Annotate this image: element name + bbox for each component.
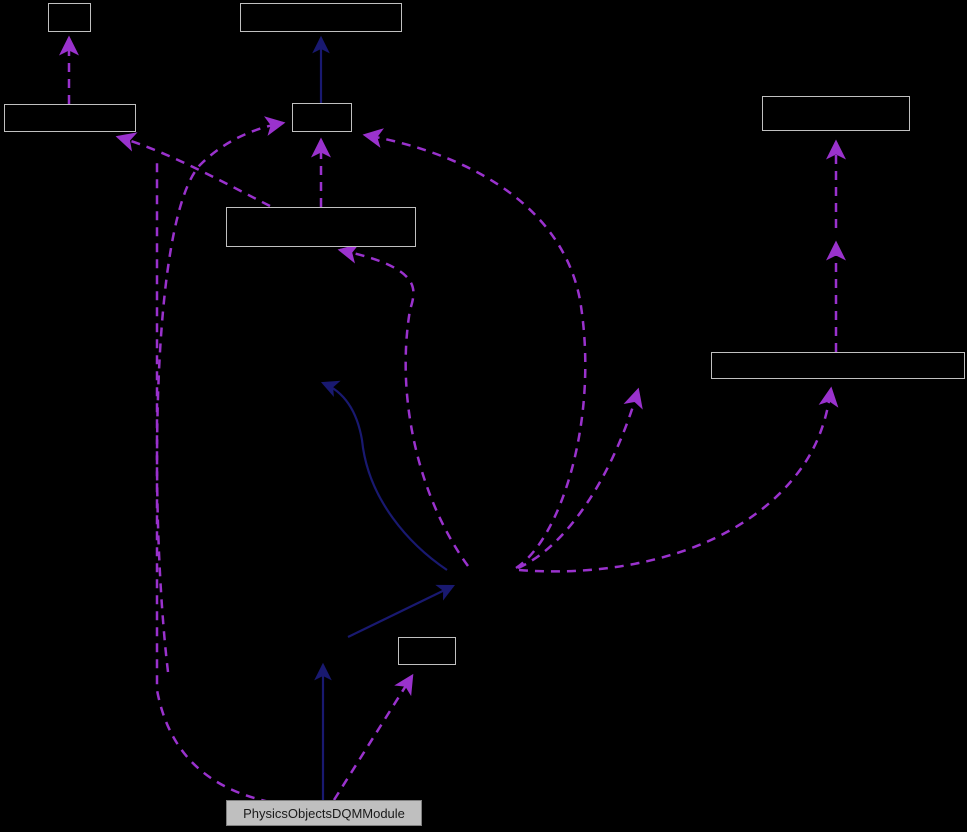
node-box-4[interactable] xyxy=(292,103,352,132)
edge-hub-to-n4-left xyxy=(155,116,286,673)
node-box-7[interactable] xyxy=(711,352,965,379)
node-physicsobjectsdqmmodule[interactable]: PhysicsObjectsDQMModule xyxy=(226,800,422,826)
edge-hub-to-n7 xyxy=(518,386,839,573)
node-physicsobjectsdqmmodule-label: PhysicsObjectsDQMModule xyxy=(243,805,405,821)
edge-n9-to-n2 xyxy=(155,160,271,804)
edge-n9-to-n8 xyxy=(332,673,414,801)
edge-n5-to-n2 xyxy=(115,132,271,208)
node-box-2[interactable] xyxy=(4,104,136,132)
edge-hub-to-n4-right xyxy=(362,128,587,570)
edge-hub-to-mid-stub xyxy=(517,387,643,570)
edge-hub-self-navy xyxy=(320,380,448,571)
node-box-5[interactable] xyxy=(226,207,416,247)
node-box-6[interactable] xyxy=(762,96,910,131)
edge-n9-to-hub xyxy=(347,584,455,638)
node-box-8[interactable] xyxy=(398,637,456,665)
node-box-3[interactable] xyxy=(240,3,402,32)
edge-hub-to-n5 xyxy=(337,243,470,567)
node-box-1[interactable] xyxy=(48,3,91,32)
